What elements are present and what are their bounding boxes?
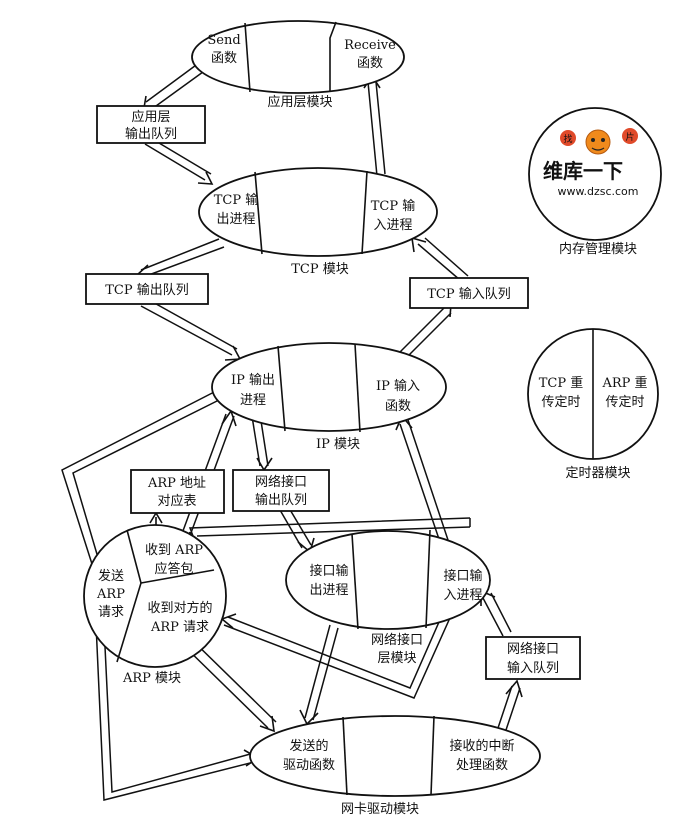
arp-reply-line1: 收到 ARP	[145, 543, 203, 558]
svg-text:找: 找	[563, 133, 572, 145]
driver-send-line2: 驱动函数	[283, 758, 335, 773]
arp-send-line2: ARP	[96, 587, 125, 602]
driver-send-line1: 发送的	[289, 738, 328, 754]
netif-module: 接口输 出进程 接口输 入进程 网络接口 层模块	[285, 529, 491, 666]
tcp-ellipse	[198, 167, 438, 257]
ip-out-process-line1: IP 输出	[231, 372, 275, 388]
tcp-in-process-line2: 入进程	[373, 218, 412, 233]
tcp-out-process-line1: TCP 输	[214, 192, 259, 208]
arrow-if-out-to-driver	[299, 624, 339, 726]
driver-module-label: 网卡驱动模块	[341, 802, 419, 817]
timer-tcp-line1: TCP 重	[539, 375, 584, 391]
arp-recv-req-line2: ARP 请求	[150, 620, 209, 635]
arp-table-line1: ARP 地址	[147, 476, 206, 491]
netif-out-queue-box	[232, 469, 330, 512]
arrow-out-queue-to-ip	[140, 299, 242, 361]
netif-out-queue-line2: 输出队列	[255, 492, 307, 508]
arrow-driver-to-in-queue	[497, 679, 523, 731]
memory-module: 找 片 维库一下 www.dzsc.com 内存管理模块	[528, 107, 662, 257]
driver-recv-line1: 接收的中断	[449, 738, 514, 754]
arrow-tcp-to-out-queue	[135, 238, 225, 280]
arp-recv-req-line1: 收到对方的	[147, 600, 212, 616]
app-layer-module-label: 应用层模块	[267, 94, 332, 110]
netif-module-label-line2: 层模块	[377, 651, 416, 666]
tcp-module: TCP 输 出进程 TCP 输 入进程 TCP 模块	[198, 167, 438, 277]
timer-arp-line2: 传定时	[605, 395, 644, 410]
ip-out-process-line2: 进程	[240, 393, 266, 408]
tcp-out-queue-label: TCP 输出队列	[105, 282, 189, 298]
driver-module: 发送的 驱动函数 接收的中断 处理函数 网卡驱动模块	[249, 715, 541, 817]
if-out-process-line2: 出进程	[309, 583, 348, 598]
app-layer-module: Send 函数 Receive 函数 应用层模块	[191, 20, 405, 110]
ip-in-func-line1: IP 输入	[376, 378, 420, 394]
receive-function-line2: 函数	[357, 56, 383, 71]
arrow-in-queue-to-if-in	[480, 589, 512, 637]
tcp-in-queue-box	[409, 277, 529, 309]
if-in-process-line1: 接口输	[443, 568, 482, 584]
arrow-app-queue-to-tcp	[144, 139, 214, 185]
timer-tcp-line2: 传定时	[541, 395, 580, 410]
arp-module: 发送 ARP 请求 收到 ARP 应答包 收到对方的 ARP 请求 ARP 模块	[83, 524, 227, 686]
ip-in-func-line2: 函数	[385, 399, 411, 414]
tcp-in-queue-label: TCP 输入队列	[427, 286, 511, 302]
tcp-in-process-line1: TCP 输	[371, 198, 416, 214]
app-out-queue-line2: 输出队列	[125, 126, 177, 142]
arp-table-box	[130, 469, 225, 514]
tcp-out-process-line2: 出进程	[216, 212, 255, 227]
driver-recv-line2: 处理函数	[456, 758, 508, 773]
send-function-line1: Send	[207, 33, 240, 48]
svg-text:片: 片	[625, 131, 634, 143]
netif-in-queue-line2: 输入队列	[507, 660, 559, 676]
ip-module: IP 输出 进程 IP 输入 函数 IP 模块	[211, 342, 447, 452]
arrow-tcp-to-receive	[363, 74, 386, 177]
memory-module-label: 内存管理模块	[559, 241, 637, 257]
netif-in-queue-box	[485, 636, 581, 680]
timer-module-label: 定时器模块	[565, 466, 630, 481]
arp-module-label: ARP 模块	[122, 671, 181, 686]
netif-ellipse	[285, 530, 491, 630]
tcp-out-queue-box	[85, 273, 209, 305]
if-in-process-line2: 入进程	[443, 588, 482, 603]
timer-arp-line1: ARP 重	[601, 375, 647, 391]
app-out-queue-box	[96, 105, 206, 144]
logo-url: www.dzsc.com	[557, 185, 638, 198]
netif-out-queue-line1: 网络接口	[255, 474, 307, 490]
send-function-line2: 函数	[211, 51, 237, 66]
arrow-queue-to-if-out	[279, 507, 315, 554]
driver-ellipse	[249, 715, 541, 797]
arp-table-line2: 对应表	[157, 493, 196, 509]
netif-module-label-line1: 网络接口	[371, 632, 423, 648]
app-out-queue-line1: 应用层	[131, 109, 170, 125]
if-out-process-line1: 接口输	[309, 563, 348, 579]
ip-ellipse	[211, 342, 447, 432]
receive-function-line1: Receive	[344, 38, 396, 53]
app-layer-ellipse	[191, 20, 405, 94]
dzsc-logo: 找 片 维库一下 www.dzsc.com	[543, 128, 639, 198]
arp-reply-line2: 应答包	[154, 561, 193, 577]
arp-send-line1: 发送	[98, 568, 124, 584]
arp-circle	[83, 524, 227, 668]
logo-brand: 维库一下	[543, 159, 623, 183]
netif-in-queue-line1: 网络接口	[507, 641, 559, 657]
tcp-module-label: TCP 模块	[291, 262, 349, 277]
ip-module-label: IP 模块	[316, 437, 360, 452]
arrow-if-in-to-ip	[395, 414, 449, 543]
timer-module: TCP 重 传定时 ARP 重 传定时 定时器模块	[527, 328, 659, 481]
arp-send-line3: 请求	[98, 605, 124, 620]
arrow-in-queue-to-tcp	[411, 236, 469, 281]
